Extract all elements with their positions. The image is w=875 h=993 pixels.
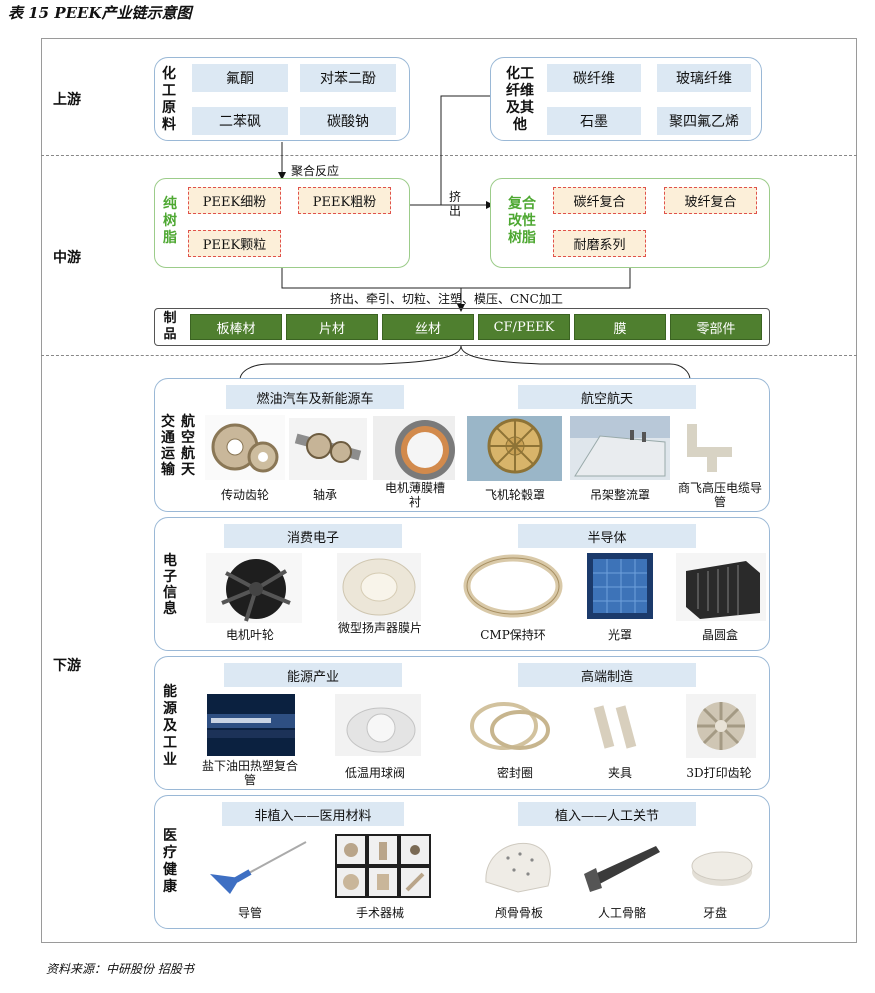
reaction-note: 聚合反应 xyxy=(291,164,340,178)
composite-resin-label: 复合改性树脂 xyxy=(508,196,536,246)
products-label: 制品 xyxy=(163,311,177,342)
composite-pipe-photo xyxy=(207,694,295,756)
pure-resin-chip: PEEK颗粒 xyxy=(188,230,281,257)
item-caption: CMP保持环 xyxy=(480,628,546,642)
category-semiconductor: 半导体 xyxy=(518,524,696,548)
category-auto: 燃油汽车及新能源车 xyxy=(226,385,404,409)
item-caption: 人工骨骼 xyxy=(597,906,646,920)
electronics-label: 电子信息 xyxy=(163,553,177,617)
impeller-photo xyxy=(206,553,302,623)
figure-title: 表 15 PEEK产业链示意图 xyxy=(8,4,192,22)
item-caption: 传动齿轮 xyxy=(220,488,269,502)
source-note: 资料来源：中研股份 招股书 xyxy=(46,962,194,976)
category-energy: 能源产业 xyxy=(224,663,402,687)
upstream-fiber-label: 化工纤维及其他 xyxy=(506,66,534,133)
fiber-chip: 石墨 xyxy=(547,107,641,135)
dental-disc-photo xyxy=(676,840,760,892)
pure-resin-chip: PEEK粗粉 xyxy=(298,187,391,214)
fiber-chip: 碳纤维 xyxy=(547,64,641,92)
composite-chip: 玻纤复合 xyxy=(664,187,757,214)
transport-label: 交通运输 xyxy=(161,414,175,478)
seal-ring-photo xyxy=(464,696,560,756)
item-caption: 轴承 xyxy=(312,488,337,502)
surgical-instruments-photo xyxy=(335,834,431,898)
item-caption: 飞机轮毂罩 xyxy=(484,488,545,502)
motor-liner-photo xyxy=(373,416,455,480)
item-caption: 手术器械 xyxy=(355,906,404,920)
ball-valve-photo xyxy=(335,694,421,756)
chem-chip: 碳酸钠 xyxy=(300,107,396,135)
item-caption: 光罩 xyxy=(607,628,632,642)
product-chip: 丝材 xyxy=(382,314,474,340)
product-chip: 零部件 xyxy=(670,314,762,340)
extrude-note: 挤出 xyxy=(449,190,462,218)
products-row xyxy=(154,308,770,346)
tier-upstream: 上游 xyxy=(53,92,81,108)
energy-label: 能源及工业 xyxy=(163,684,177,768)
pure-resin-label: 纯树脂 xyxy=(163,196,177,246)
wafer-box-photo xyxy=(676,553,766,621)
item-caption: 导管 xyxy=(237,906,262,920)
category-consumer: 消费电子 xyxy=(224,524,402,548)
product-chip: 板棒材 xyxy=(190,314,282,340)
cranial-plate-photo xyxy=(478,836,556,896)
item-caption: 低温用球阀 xyxy=(344,766,405,780)
tier-divider-1 xyxy=(41,155,857,156)
composite-chip: 碳纤复合 xyxy=(553,187,646,214)
chem-chip: 二苯砜 xyxy=(192,107,288,135)
item-caption: 3D打印齿轮 xyxy=(686,766,752,780)
item-caption: 电机薄膜槽衬 xyxy=(384,481,445,509)
printed-gear-photo xyxy=(686,694,756,758)
product-chip: 片材 xyxy=(286,314,378,340)
item-caption: 微型扬声器膜片 xyxy=(337,621,422,635)
cable-conduit-photo xyxy=(682,416,746,478)
item-caption: 颅骨骨板 xyxy=(494,906,543,920)
upstream-chem-label: 化工原料 xyxy=(162,66,176,133)
bearing-photo xyxy=(289,418,367,480)
fiber-chip: 玻璃纤维 xyxy=(657,64,751,92)
aerospace-label: 航空航天 xyxy=(181,414,195,478)
composite-chip: 耐磨系列 xyxy=(553,230,646,257)
category-aerospace: 航空航天 xyxy=(518,385,696,409)
process-note: 挤出、牵引、切粒、注塑、模压、CNC加工 xyxy=(330,292,563,306)
chem-chip: 氟酮 xyxy=(192,64,288,92)
gear-photo xyxy=(205,415,285,480)
clamp-photo xyxy=(591,696,651,756)
item-caption: 电机叶轮 xyxy=(225,628,274,642)
tier-midstream: 中游 xyxy=(53,250,81,266)
item-caption: 牙盘 xyxy=(702,906,727,920)
fairing-photo xyxy=(570,416,670,480)
item-caption: 夹具 xyxy=(607,766,632,780)
category-implant: 植入——人工关节 xyxy=(518,802,696,826)
catheter-photo xyxy=(206,830,316,900)
category-non-implant: 非植入——医用材料 xyxy=(222,802,404,826)
product-chip: 膜 xyxy=(574,314,666,340)
cmp-ring-photo xyxy=(462,553,564,619)
item-caption: 盐下油田热塑复合管 xyxy=(201,759,298,787)
diagram-frame xyxy=(41,38,857,943)
chem-chip: 对苯二酚 xyxy=(300,64,396,92)
item-caption: 吊架整流罩 xyxy=(589,488,650,502)
item-caption: 密封圈 xyxy=(496,766,533,780)
photomask-photo xyxy=(587,553,653,619)
artificial-bone-photo xyxy=(580,838,664,894)
pure-resin-chip: PEEK细粉 xyxy=(188,187,281,214)
item-caption: 晶圆盒 xyxy=(701,628,738,642)
wheel-hub-photo xyxy=(467,416,562,481)
medical-label: 医疗健康 xyxy=(163,828,177,895)
tier-divider-2 xyxy=(41,355,857,356)
tier-downstream: 下游 xyxy=(53,658,81,674)
speaker-membrane-photo xyxy=(337,553,421,621)
product-chip: CF/PEEK xyxy=(478,314,570,340)
fiber-chip: 聚四氟乙烯 xyxy=(657,107,751,135)
item-caption: 商飞高压电缆导管 xyxy=(678,481,763,509)
category-manufacturing: 高端制造 xyxy=(518,663,696,687)
